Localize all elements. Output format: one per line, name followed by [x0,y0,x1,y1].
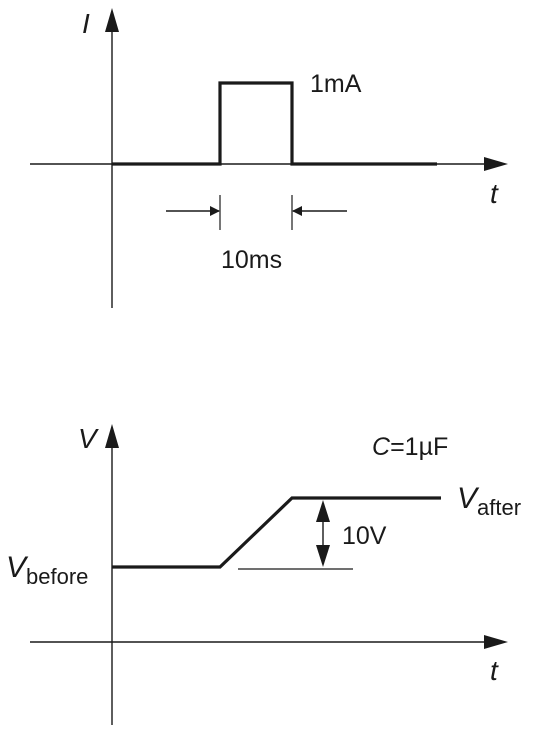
voltage-trace [112,496,441,569]
current-i-axis-arrowhead [105,8,119,32]
pulse-width-label: 10ms [221,246,282,274]
voltage-axis-label: V [78,423,99,454]
v-before-subscript: before [26,564,88,589]
current-plot: I t 1mA 10ms [30,8,508,308]
v-after-subscript: after [477,495,521,520]
capacitance-value: =1µF [390,433,448,461]
current-axis-label: I [82,8,90,39]
v-before-symbol: V [6,551,29,584]
current-time-axis-label: t [490,178,499,209]
voltage-t-axis-arrowhead [484,635,508,649]
voltage-step-arrow-bottom [316,545,330,567]
voltage-time-axis-label: t [490,655,499,686]
voltage-plot: V t C=1µF Vbefore Vafter 10V [6,423,521,725]
capacitance-label: C=1µF [372,433,448,461]
capacitance-symbol: C [372,433,391,461]
v-after-label: Vafter [457,482,521,520]
voltage-step-arrow-top [316,500,330,522]
v-after-symbol: V [457,482,480,515]
voltage-step-label: 10V [342,522,387,550]
pulse-amplitude-label: 1mA [310,70,362,98]
voltage-v-axis-arrowhead [105,424,119,448]
current-t-axis-arrowhead [484,157,508,171]
v-before-label: Vbefore [6,551,88,589]
current-pulse-trace [112,81,437,166]
